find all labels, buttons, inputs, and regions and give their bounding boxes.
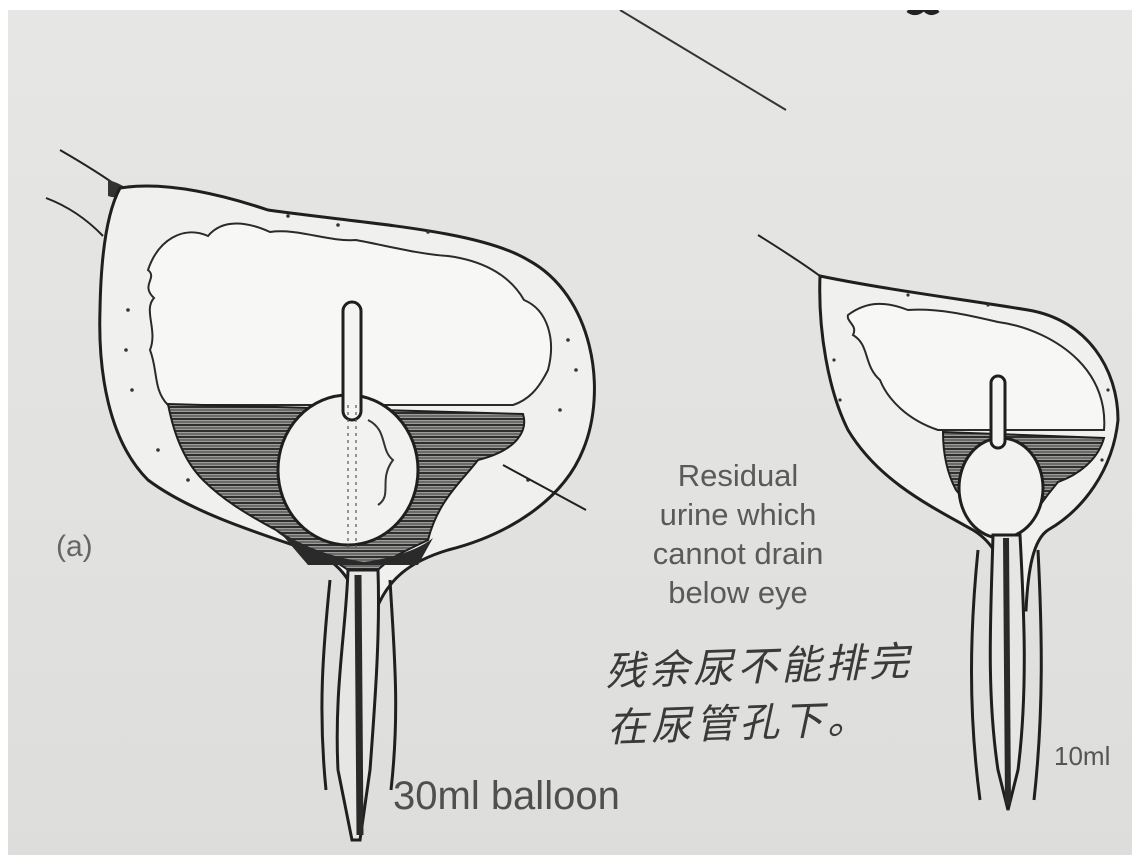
handwritten-note: 残余尿不能排完 在尿管孔下。 bbox=[604, 631, 988, 756]
stray-pen-line bbox=[620, 10, 786, 110]
callout-line: cannot drain bbox=[598, 534, 878, 573]
callout-line: below eye bbox=[598, 573, 878, 612]
callout-line: Residual bbox=[598, 456, 878, 495]
residual-urine-callout: Residual urine which cannot drain below … bbox=[598, 456, 878, 612]
textbook-page: (a) Residual urine which cannot drain be… bbox=[8, 10, 1132, 855]
callout-line: urine which bbox=[598, 495, 878, 534]
small-balloon-label: 10ml bbox=[1054, 741, 1110, 772]
figure-part-label: (a) bbox=[56, 530, 93, 564]
stray-mark bbox=[908, 10, 938, 13]
large-bladder-diagram bbox=[46, 150, 594, 840]
large-balloon-label: 30ml balloon bbox=[393, 774, 620, 819]
